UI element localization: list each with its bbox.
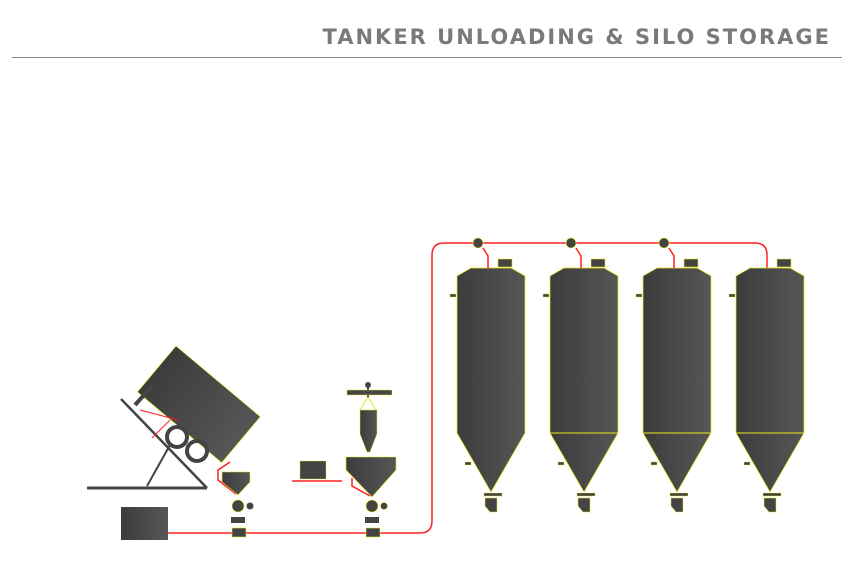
tanker-discharge-pipe — [217, 461, 237, 495]
silo-2[interactable] — [542, 237, 619, 513]
silo-inlet-pipe — [482, 247, 489, 268]
bag-unloading-station[interactable] — [299, 382, 397, 538]
diverter-valve[interactable] — [565, 237, 577, 249]
rotary-feeder[interactable] — [763, 497, 777, 513]
vent-filter[interactable] — [683, 258, 699, 268]
level-sensor-high — [542, 293, 550, 298]
outlet-valve[interactable] — [762, 492, 782, 497]
silo-inlet-pipe — [668, 247, 675, 268]
level-sensor-low — [464, 461, 472, 466]
vent-filter[interactable] — [497, 258, 513, 268]
diverter-valve[interactable] — [472, 237, 484, 249]
title-divider — [12, 57, 842, 58]
level-sensor-high — [728, 293, 736, 298]
vent-filter[interactable] — [590, 258, 606, 268]
silo-body[interactable] — [642, 267, 712, 493]
silo-body[interactable] — [735, 267, 805, 493]
vent-filter[interactable] — [776, 258, 792, 268]
silo-4[interactable] — [728, 258, 805, 513]
outlet-valve[interactable] — [483, 492, 503, 497]
rotary-feeder[interactable] — [670, 497, 684, 513]
rotary-feeder[interactable] — [577, 497, 591, 513]
silo-body[interactable] — [549, 267, 619, 493]
silo-3[interactable] — [635, 237, 712, 513]
level-sensor-low — [650, 461, 658, 466]
page-title: TANKER UNLOADING & SILO STORAGE — [322, 25, 831, 49]
rotary-feeder[interactable] — [484, 497, 498, 513]
pipe-network — [168, 242, 768, 534]
tipping-tanker[interactable] — [87, 345, 261, 490]
level-sensor-low — [557, 461, 565, 466]
silo-body[interactable] — [456, 267, 526, 493]
silo-inlet-pipe — [575, 247, 582, 268]
outlet-valve[interactable] — [669, 492, 689, 497]
outlet-valve[interactable] — [576, 492, 596, 497]
silo-1[interactable] — [449, 237, 526, 513]
dust-collector[interactable] — [121, 507, 168, 540]
level-sensor-high — [449, 293, 457, 298]
receiving-hopper[interactable] — [221, 471, 254, 538]
transfer-pipe — [168, 242, 768, 534]
level-sensor-low — [743, 461, 751, 466]
hopper-feed-pipe — [351, 478, 371, 497]
diverter-valve[interactable] — [658, 237, 670, 249]
level-sensor-high — [635, 293, 643, 298]
